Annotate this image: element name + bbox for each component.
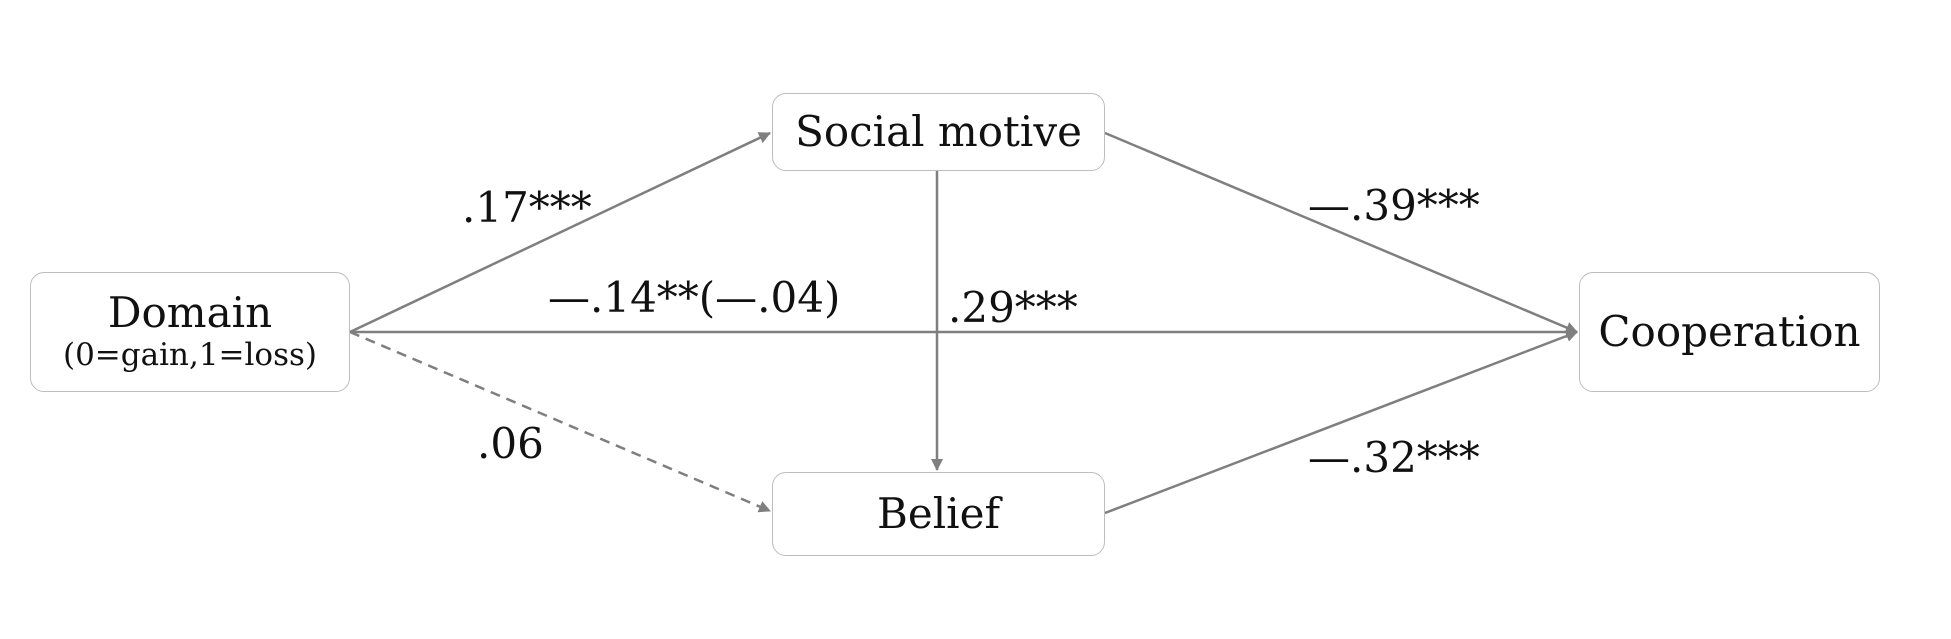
coefficient-belief-to-cooperation: —.32***	[1308, 433, 1480, 482]
cooperation-label: Cooperation	[1598, 306, 1861, 356]
arrow-domain-to-social-motive	[349, 131, 771, 334]
cooperation-node: Cooperation	[1579, 272, 1880, 392]
domain-sublabel: (0=gain,1=loss)	[62, 336, 318, 373]
coefficient-domain-to-cooperation: —.14**(—.04)	[548, 273, 841, 322]
belief-label: Belief	[877, 488, 1000, 538]
belief-node: Belief	[772, 472, 1105, 556]
coefficient-social-motive-to-cooperation: —.39***	[1308, 181, 1480, 230]
coefficient-social-motive-to-belief: .29***	[948, 283, 1078, 332]
coefficient-domain-to-belief: .06	[477, 419, 544, 468]
arrow-domain-to-belief	[349, 330, 771, 513]
arrow-social-motive-to-cooperation	[1104, 131, 1578, 334]
domain-node: Domain (0=gain,1=loss)	[30, 272, 350, 392]
social-motive-node: Social motive	[772, 93, 1105, 171]
social-motive-label: Social motive	[795, 106, 1082, 156]
coefficient-domain-to-social-motive: .17***	[462, 183, 592, 232]
arrow-belief-to-cooperation	[1104, 330, 1578, 515]
domain-label: Domain	[107, 288, 273, 338]
